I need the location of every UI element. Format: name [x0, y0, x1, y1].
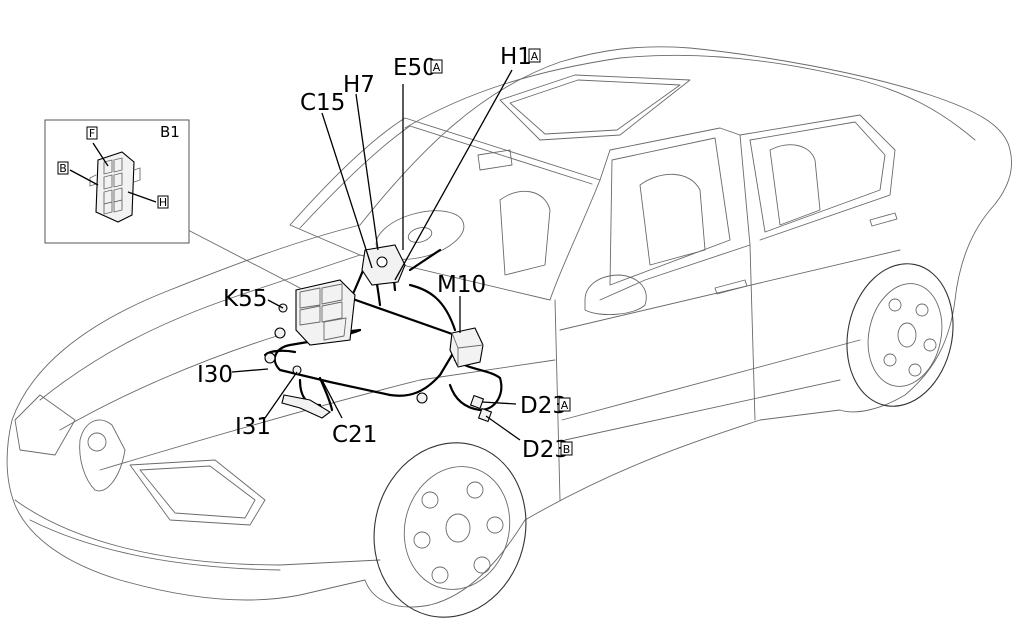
- fuse-box-b1: [295, 279, 356, 346]
- component-labels: C15 H7 E50 A H1 A K55 M10 I30 I31 C21 D2…: [197, 44, 573, 463]
- leader-lines: [187, 69, 521, 441]
- steering-column-switches: [361, 244, 406, 286]
- label-h1-sub: A: [531, 50, 539, 63]
- label-i30: I30: [197, 362, 233, 388]
- inset-b-box: [57, 161, 69, 175]
- connector-d23a: [469, 394, 485, 410]
- label-d23b-sub: B: [563, 443, 571, 456]
- switch-i31: [292, 365, 302, 375]
- label-c15: C15: [300, 90, 345, 116]
- control-module-m10: [449, 327, 484, 368]
- front-wheel: [373, 442, 527, 618]
- inset-h-box: [157, 195, 169, 209]
- fuse-box-inset: F B H B1: [44, 119, 190, 244]
- front-grille: [79, 419, 126, 492]
- inset-label-h: H: [159, 196, 167, 209]
- label-c21: C21: [332, 422, 377, 448]
- inset-label-b: B: [59, 162, 67, 175]
- label-i31: I31: [235, 414, 271, 440]
- badge-icon: [87, 432, 107, 452]
- rear-wheel: [846, 263, 954, 407]
- label-h1: H1: [500, 44, 532, 70]
- switch-i30: [264, 352, 276, 364]
- label-k55: K55: [223, 286, 267, 312]
- label-d23a-sub: A: [561, 399, 569, 412]
- label-e50-sub: A: [433, 61, 441, 74]
- label-m10: M10: [437, 272, 486, 298]
- inset-label-b1: B1: [160, 123, 180, 141]
- ground-c21: [281, 394, 331, 419]
- inset-f-box: [86, 126, 98, 140]
- components: [264, 244, 493, 423]
- inset-label-f: F: [89, 127, 95, 140]
- car-illustration: [6, 46, 1013, 618]
- label-h7: H7: [343, 72, 375, 98]
- label-e50: E50: [393, 55, 437, 81]
